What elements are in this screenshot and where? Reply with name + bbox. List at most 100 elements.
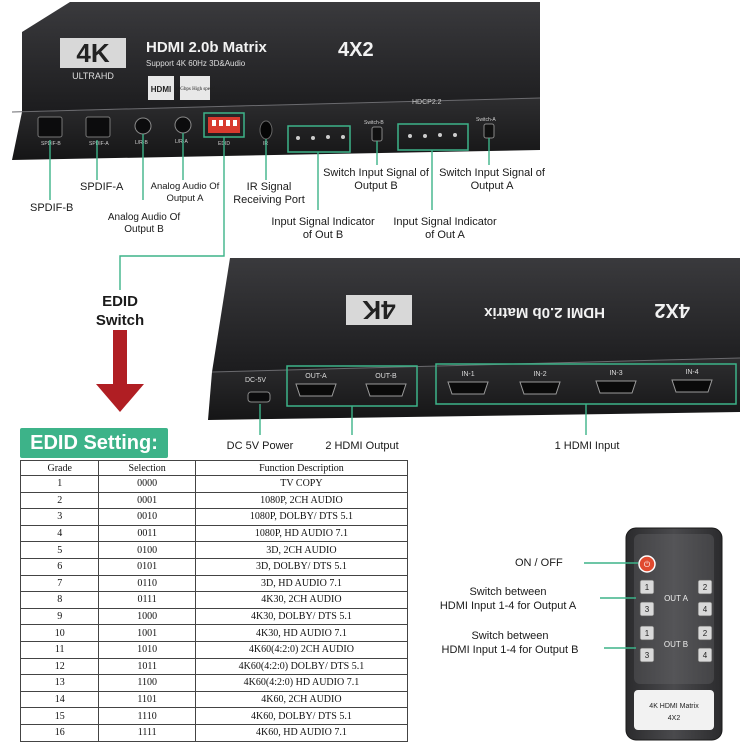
grade-cell: 3 [19, 508, 100, 526]
remote-a-key-3[interactable] [639, 601, 655, 617]
function-cell: 1080P, 2CH AUDIO [194, 491, 409, 510]
function-cell: 4K30, HD AUDIO 7.1 [194, 624, 409, 642]
callout-analog-b: Analog Audio Of Output B [107, 212, 181, 235]
function-cell: 4K60(4:2:0) 2CH AUDIO [194, 640, 409, 659]
function-cell: 4K30, 2CH AUDIO [194, 591, 409, 609]
remote-control: ⏻ 1 2 3 4 1 2 3 4 OUT A OUT B 4K HDMI Ma… [625, 527, 723, 741]
remote-leaders [584, 562, 638, 649]
callout-spdif-a: SPDIF-A [80, 181, 124, 193]
grade-cell: 11 [19, 640, 100, 659]
function-cell: 4K60(4:2:0) HD AUDIO 7.1 [194, 674, 409, 692]
grade-cell: 14 [19, 690, 100, 709]
callout-spdif-b: SPDIF-B [30, 202, 74, 214]
rear-callout-leaders [259, 404, 587, 435]
selection-cell: 1010 [98, 640, 196, 659]
hdmi-out-a-port [295, 383, 337, 397]
out-a-label: OUT-A [305, 373, 327, 380]
callout-analog-a: Analog Audio Of Output A [150, 181, 220, 204]
callout-indicator-b: Input Signal Indicator of Out B [271, 216, 375, 241]
matrix-rear-device: 4K HDMI 2.0b Matrix 4X2 DC-5V OUT-A OUT-… [208, 258, 741, 420]
selection-cell: 0110 [98, 574, 196, 593]
hdcp-text: HDCP2.2 [412, 99, 442, 106]
grade-cell: 6 [19, 557, 100, 576]
speed-badge-box [180, 76, 210, 100]
switch-a-button [483, 123, 495, 139]
remote-b-key-2-label: 2 [703, 629, 708, 638]
hdmi-logo-box [148, 76, 174, 100]
header-selection: Selection [98, 460, 196, 476]
remote-b-key-3-label: 3 [645, 651, 650, 660]
remote-b-key-1[interactable] [639, 625, 655, 641]
remote-a-key-4[interactable] [697, 601, 713, 617]
callout-switch-b: Switch Input Signal of Output B [323, 167, 429, 192]
callout-edid-switch: EDID Switch [95, 293, 145, 329]
hdmi-logo: HDMI [151, 85, 171, 94]
header-grade: Grade [19, 460, 100, 476]
function-cell: 4K30, DOLBY/ DTS 5.1 [194, 607, 409, 626]
hdmi-in-3-port [595, 380, 637, 394]
function-cell: 4K60, HD AUDIO 7.1 [194, 723, 409, 742]
remote-a-key-3-label: 3 [645, 605, 650, 614]
spdif-a-port [85, 116, 111, 138]
edid-setting-title: EDID Setting: [20, 428, 168, 458]
rear-model-text: HDMI 2.0b Matrix [483, 304, 605, 321]
badge-ultrahd: ULTRAHD [72, 71, 114, 81]
remote-b-key-4[interactable] [697, 647, 713, 663]
grade-cell: 16 [19, 723, 100, 742]
dc-jack [247, 391, 271, 403]
grade-cell: 5 [19, 541, 100, 559]
function-cell: 4K60(4:2:0) DOLBY/ DTS 5.1 [194, 657, 409, 676]
callout-leaders [49, 133, 490, 290]
selection-cell: 0100 [98, 541, 196, 559]
remote-footer-2: 4X2 [668, 715, 681, 722]
power-icon: ⏻ [644, 560, 651, 569]
grade-cell: 1 [19, 475, 100, 493]
model-text: HDMI 2.0b Matrix [146, 39, 268, 56]
function-cell: 1080P, HD AUDIO 7.1 [194, 524, 409, 543]
function-cell: TV COPY [194, 475, 409, 493]
remote-footer-1: 4K HDMI Matrix [649, 703, 699, 710]
selection-cell: 1111 [98, 723, 196, 742]
remote-b-key-2[interactable] [697, 625, 713, 641]
remote-a-key-2[interactable] [697, 579, 713, 595]
remote-a-key-1[interactable] [639, 579, 655, 595]
indicator-b-highlight [287, 125, 351, 153]
remote-a-key-2-label: 2 [703, 583, 708, 592]
selection-cell: 1011 [98, 657, 196, 676]
selection-cell: 1000 [98, 607, 196, 626]
rear-size-text: 4X2 [654, 299, 690, 321]
analog-b-jack [134, 117, 152, 135]
in-3-label: IN-3 [609, 370, 622, 377]
port-label-switch-a: Switch-A [476, 117, 496, 123]
callout-ir: IR Signal Receiving Port [233, 181, 305, 206]
remote-group-a: OUT A [664, 594, 689, 603]
callout-remote-a-line1: Switch between [469, 586, 547, 598]
support-text: Support 4K 60Hz 3D&Audio [146, 59, 246, 68]
remote-group-b: OUT B [664, 640, 688, 649]
grade-cell: 7 [19, 574, 100, 593]
power-button[interactable] [638, 555, 656, 573]
selection-cell: 1101 [98, 690, 196, 709]
remote-b-key-3[interactable] [639, 647, 655, 663]
indicator-a-highlight [397, 123, 469, 151]
grade-cell: 13 [19, 674, 100, 692]
callout-hdmi-input: 1 HDMI Input [554, 440, 620, 452]
badge-4k: 4K [76, 38, 109, 68]
selection-cell: 1100 [98, 674, 196, 692]
hdmi-in-1-port [447, 381, 489, 395]
callout-remote-b-line2: HDMI Input 1-4 for Output B [441, 644, 579, 656]
